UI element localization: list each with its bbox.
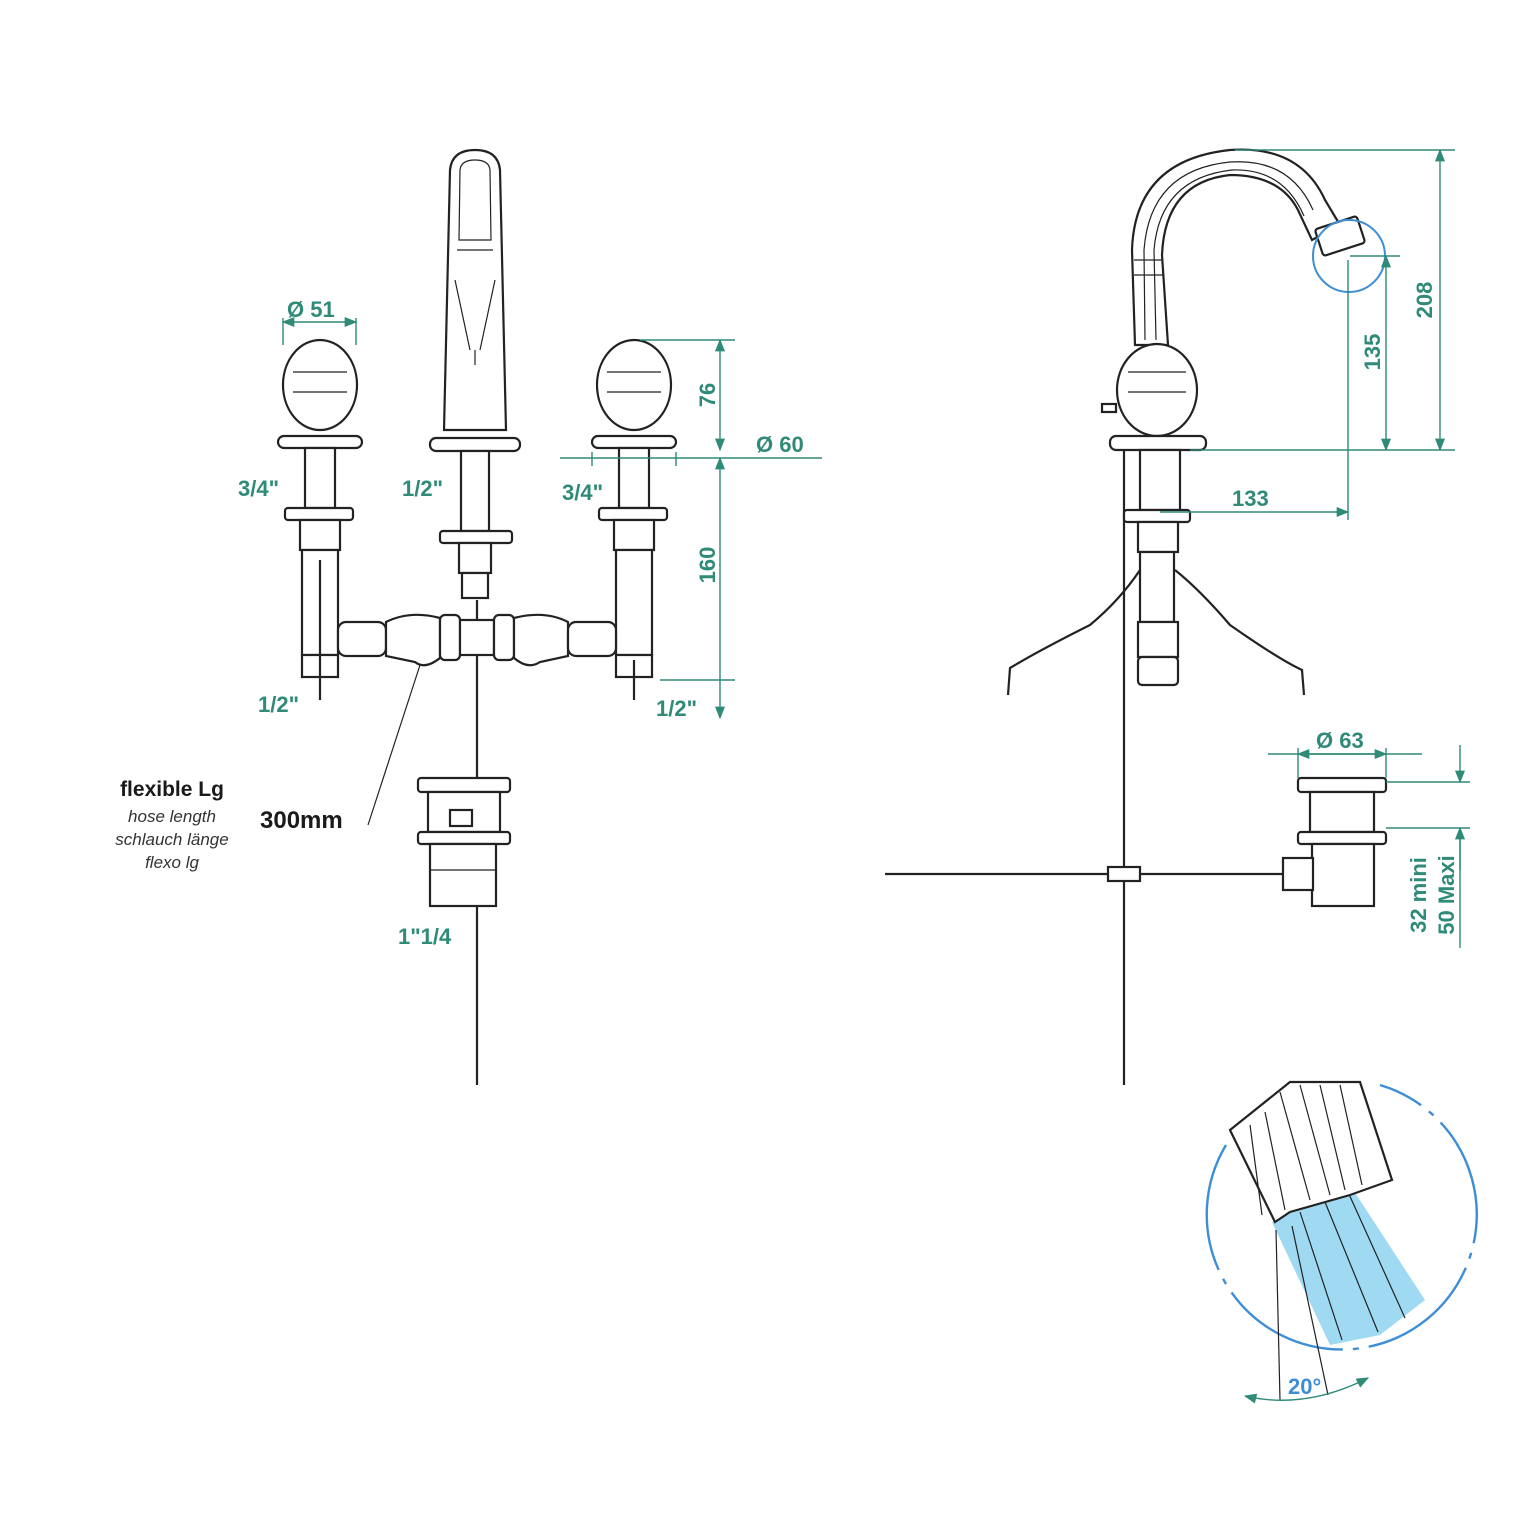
h135-label: 135 [1360,334,1385,371]
hose-leader [367,664,421,826]
side-body [1006,342,1306,696]
max-label: 50 Maxi [1434,855,1459,935]
linkage-clamp [1106,865,1142,883]
hose-note-line1: hose length [128,807,216,826]
hose-note-line2: schlauch länge [115,830,228,849]
h76-label: 76 [695,383,720,407]
detail-circle [1205,1083,1478,1351]
thread-right-label: 3/4" [562,480,603,505]
dia-handle-label: Ø 51 [287,297,335,322]
dia-waste-label: Ø 63 [1316,728,1364,753]
aerator-detail: 20° [1205,1080,1478,1404]
gooseneck-spout [1130,148,1366,347]
dim-dia-base: Ø 60 [560,432,822,466]
dia-base-label: Ø 60 [756,432,804,457]
bottom-left-label: 1/2" [258,692,299,717]
right-handle [590,338,678,700]
hose-connection [336,613,618,667]
center-spout [428,148,522,600]
dim-133: 133 [1160,260,1350,520]
dim-135: 135 [1350,254,1400,452]
min-label: 32 mini [1406,857,1431,933]
dim-76: 76 [640,338,735,452]
dim-dia-handle: Ø 51 [281,297,358,345]
dim-208: 208 [1190,148,1455,452]
dim-dia-waste: Ø 63 [1268,728,1422,778]
front-view: Ø 51 76 Ø 60 160 3/4" 1/2" 3/4" 1/2" 1/2… [115,148,822,1085]
hose-note: flexible Lg hose length schlauch länge f… [115,778,342,872]
side-view: 208 135 133 Ø 63 32 mini 50 Maxi [885,148,1470,1085]
hose-note-line3: flexo lg [145,853,199,872]
dim-min-max: 32 mini 50 Maxi [1386,745,1470,948]
hose-note-title: flexible Lg [120,778,224,801]
front-waste [416,776,512,908]
dim-160: 160 [660,456,735,720]
thread-center-label: 1/2" [402,476,443,501]
waste-thread-label: 1"1/4 [398,924,452,949]
hose-length-label: 300mm [260,807,343,834]
water-spray [1272,1185,1425,1345]
reach-133-label: 133 [1232,486,1269,511]
thread-left-label: 3/4" [238,476,279,501]
bottom-right-label: 1/2" [656,696,697,721]
left-handle [276,338,364,700]
side-waste [1281,776,1388,908]
h208-label: 208 [1412,282,1437,319]
angle-label: 20° [1288,1374,1321,1399]
h160-label: 160 [695,547,720,584]
